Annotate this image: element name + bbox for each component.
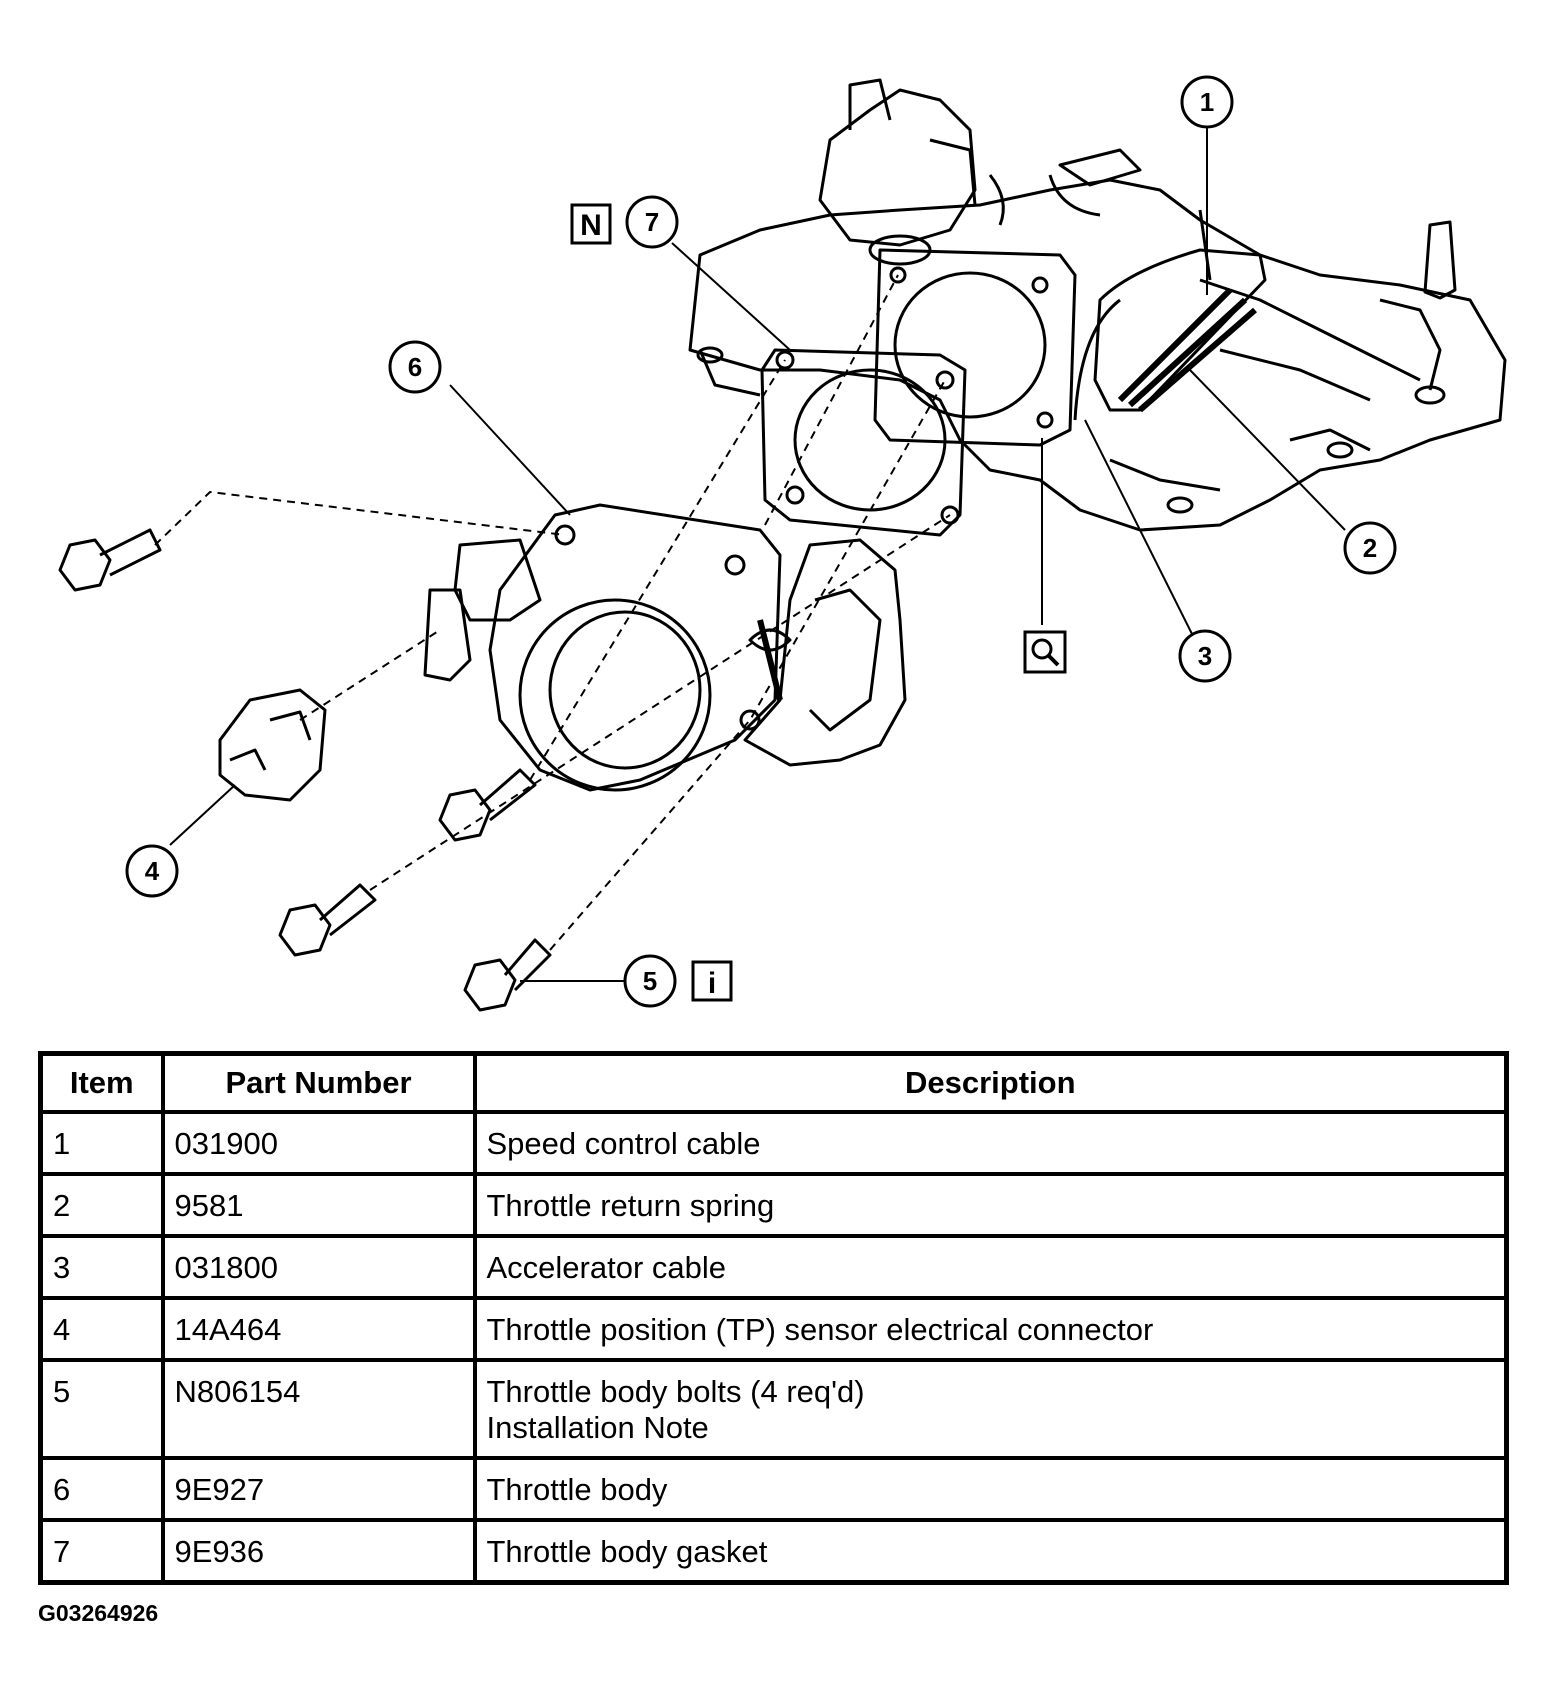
callout-7: 7	[625, 195, 679, 249]
cell-item: 5	[38, 1358, 165, 1460]
cell-part-number: 9E927	[160, 1456, 477, 1522]
cable-bracket	[1073, 209, 1267, 421]
svg-text:6: 6	[408, 352, 422, 382]
bolt-upper-left	[58, 528, 162, 592]
cell-part-number: 9E936	[160, 1518, 477, 1585]
bolt-bottom	[463, 938, 552, 1012]
callout-6: 6	[388, 340, 442, 394]
leader-lines	[169, 126, 1346, 982]
svg-text:4: 4	[145, 856, 160, 886]
callout-5: 5	[623, 954, 677, 1008]
callout-3: 3	[1178, 629, 1232, 683]
tp-sensor-connector	[218, 688, 327, 802]
svg-text:N: N	[580, 209, 602, 242]
cell-item: 2	[38, 1172, 165, 1238]
svg-text:5: 5	[643, 966, 657, 996]
table-row: 1 031900 Speed control cable	[38, 1110, 1509, 1176]
table-row: 2 9581 Throttle return spring	[38, 1172, 1509, 1238]
cell-description: Throttle position (TP) sensor electrical…	[472, 1296, 1509, 1362]
cell-part-number: 9581	[160, 1172, 477, 1238]
header-item: Item	[38, 1051, 165, 1114]
cell-description: Speed control cable	[472, 1110, 1509, 1176]
table-row: 6 9E927 Throttle body	[38, 1456, 1509, 1522]
table-row: 7 9E936 Throttle body gasket	[38, 1518, 1509, 1585]
throttle-body	[423, 503, 907, 792]
cell-part-number: N806154	[160, 1358, 477, 1460]
manifold-throttle-opening	[873, 248, 1077, 447]
info-symbol: i	[691, 960, 733, 1002]
cell-item: 1	[38, 1110, 165, 1176]
parts-table: Item Part Number Description 1 031900 Sp…	[38, 1051, 1509, 1585]
callout-4: 4	[125, 844, 179, 898]
cell-description: Throttle body gasket	[472, 1518, 1509, 1585]
bolt-lower-left	[278, 883, 377, 957]
bolt-middle	[438, 768, 537, 842]
table-row: 4 14A464 Throttle position (TP) sensor e…	[38, 1296, 1509, 1362]
cell-item: 6	[38, 1456, 165, 1522]
svg-text:2: 2	[1363, 533, 1377, 563]
cell-part-number: 031800	[160, 1234, 477, 1300]
svg-text:1: 1	[1200, 87, 1214, 117]
table-row: 3 031800 Accelerator cable	[38, 1234, 1509, 1300]
cell-item: 4	[38, 1296, 165, 1362]
note-symbol: N	[570, 203, 612, 245]
magnifier-icon	[1023, 630, 1067, 674]
assembly-lines	[154, 274, 951, 951]
table-header-row: Item Part Number Description	[38, 1051, 1509, 1114]
cell-description: Throttle body	[472, 1456, 1509, 1522]
cell-description: Throttle body bolts (4 req'd) Installati…	[472, 1358, 1509, 1460]
cell-part-number: 031900	[160, 1110, 477, 1176]
figure-id: G03264926	[38, 1600, 159, 1626]
exploded-view-diagram: 1 2 3 4 5 6 7 N i	[58, 75, 1507, 1012]
cell-part-number: 14A464	[160, 1296, 477, 1362]
callout-1: 1	[1180, 75, 1234, 129]
header-part-number: Part Number	[160, 1051, 477, 1114]
svg-text:7: 7	[645, 207, 659, 237]
egr-valve-assembly	[818, 78, 1005, 266]
svg-text:i: i	[708, 967, 716, 1000]
callout-2: 2	[1343, 521, 1397, 575]
cell-item: 7	[38, 1518, 165, 1585]
table-row: 5 N806154 Throttle body bolts (4 req'd) …	[38, 1358, 1509, 1460]
cell-item: 3	[38, 1234, 165, 1300]
cell-description: Accelerator cable	[472, 1234, 1509, 1300]
cell-description: Throttle return spring	[472, 1172, 1509, 1238]
intake-manifold	[688, 148, 1507, 532]
svg-text:3: 3	[1198, 641, 1212, 671]
header-description: Description	[472, 1051, 1509, 1114]
